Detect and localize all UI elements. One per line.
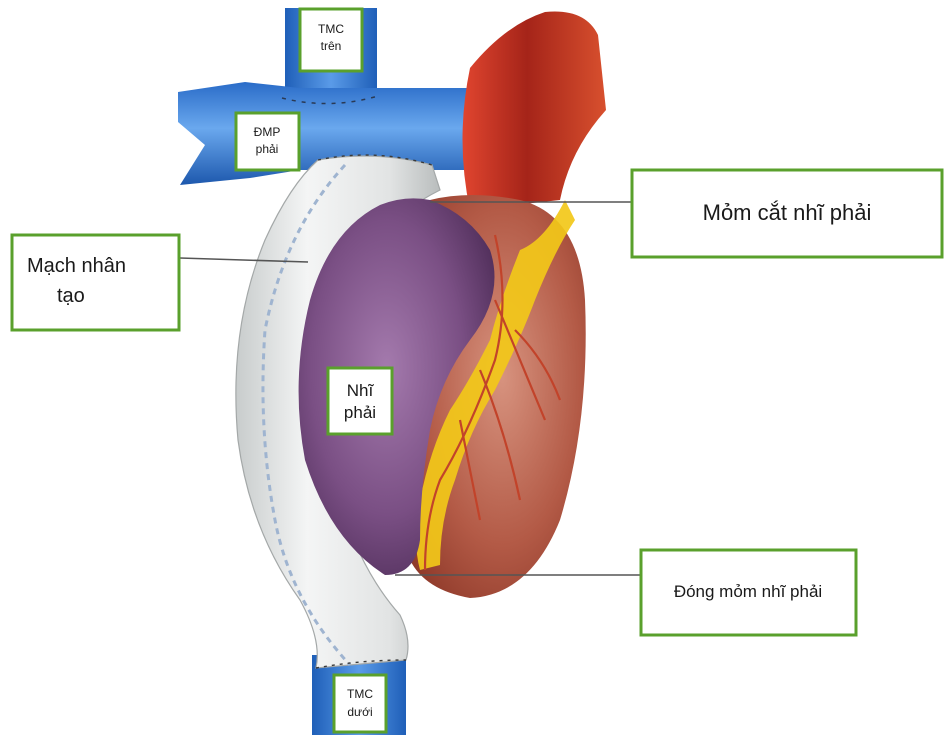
- label-dong-mom: Đóng mỏm nhĩ phải: [674, 582, 822, 601]
- label-tmc-duoi-line1: TMC: [347, 687, 373, 701]
- label-mach-line2: tạo: [57, 285, 85, 307]
- label-box-tmc-duoi: [334, 675, 386, 732]
- label-tmc-duoi-line2: dưới: [347, 705, 372, 719]
- label-nhi-line1: Nhĩ: [347, 381, 375, 400]
- label-mach-line1: Mạch nhân: [27, 255, 126, 277]
- label-tmc-tren-line2: trên: [321, 39, 342, 53]
- label-dmp-phai-line1: ĐMP: [254, 125, 281, 139]
- label-box-mach-nhan-tao: [12, 235, 179, 330]
- aorta: [463, 11, 607, 210]
- label-tmc-tren-line1: TMC: [318, 22, 344, 36]
- label-nhi-line2: phải: [344, 403, 376, 422]
- label-mom-cat: Mỏm cắt nhĩ phải: [703, 200, 872, 225]
- label-box-nhi-phai: [328, 368, 392, 434]
- label-dmp-phai-line2: phải: [256, 142, 279, 156]
